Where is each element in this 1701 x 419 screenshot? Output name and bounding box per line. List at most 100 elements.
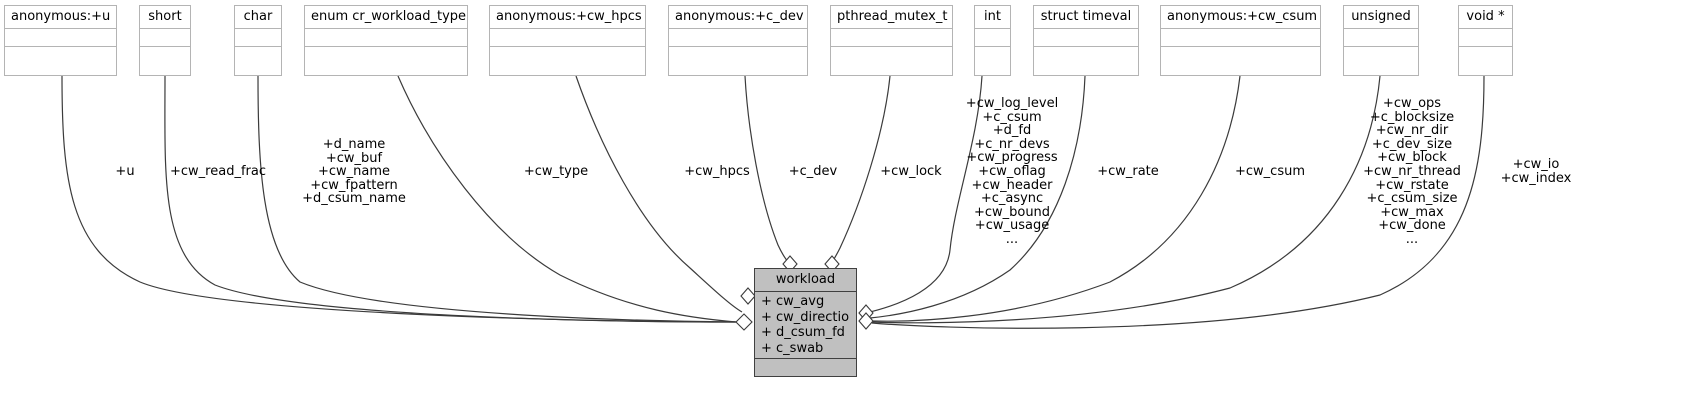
edge-label-line: +u: [115, 164, 135, 179]
class-node-enum-cr-workload-type[interactable]: enum cr_workload_type: [304, 5, 468, 76]
edge-label-void-pointer-members: +cw_io +cw_index: [1494, 158, 1578, 185]
operations-compartment: [831, 47, 952, 64]
class-node-char[interactable]: char: [234, 5, 282, 76]
edge-label-cw-rate: +cw_rate: [1094, 165, 1162, 179]
attributes-compartment: [669, 29, 807, 47]
operations-compartment: [1161, 47, 1320, 64]
edge-label-unsigned-members: +cw_ops +c_blocksize +cw_nr_dir +c_dev_s…: [1360, 97, 1464, 247]
edge-label-line: +cw_block: [1377, 150, 1447, 166]
edge-label-u: +u: [108, 165, 142, 179]
operations-compartment: [669, 47, 807, 64]
workload-attributes: + cw_avg + cw_directio + d_csum_fd + c_s…: [755, 292, 856, 359]
class-title: anonymous:+cw_csum: [1161, 6, 1320, 29]
edge-label-line: +c_csum_size: [1366, 191, 1458, 207]
attributes-compartment: [1034, 29, 1138, 47]
edge-label-line: +c_csum: [982, 109, 1042, 125]
edge-label-line: +cw_ops: [1382, 96, 1442, 111]
attributes-compartment: [140, 29, 190, 47]
edge-label-line: +cw_name: [317, 164, 391, 180]
class-node-unsigned[interactable]: unsigned: [1343, 5, 1419, 76]
edge-label-cw-lock: +cw_lock: [878, 165, 944, 179]
diamond-cw-hpcs: [740, 287, 756, 305]
edge-label-line: +cw_buf: [325, 150, 383, 166]
operations-compartment: [140, 47, 190, 64]
operations-compartment: [305, 47, 467, 64]
operations-compartment: [975, 47, 1010, 64]
operations-compartment: [1034, 47, 1138, 64]
edge-label-line: +cw_hpcs: [684, 164, 750, 179]
diamond-right-cluster: [858, 312, 874, 330]
class-node-void-pointer[interactable]: void *: [1458, 5, 1513, 76]
edge-label-line: +cw_fpattern: [310, 177, 398, 193]
class-node-anonymous-cw-csum[interactable]: anonymous:+cw_csum: [1160, 5, 1321, 76]
attributes-compartment: [1344, 29, 1418, 47]
edge-label-line: +cw_done: [1378, 218, 1446, 234]
edge-label-line: +cw_csum: [1235, 164, 1305, 179]
attributes-compartment: [5, 29, 116, 47]
edge-label-cw-csum: +cw_csum: [1232, 165, 1308, 179]
edge-label-line: +cw_bound: [973, 204, 1051, 220]
class-title: unsigned: [1344, 6, 1418, 29]
edge-short: [164, 75, 737, 323]
attributes-compartment: [831, 29, 952, 47]
edge-cr-workload-type: [397, 75, 737, 323]
class-node-int[interactable]: int: [974, 5, 1011, 76]
edge-label-line: +cw_log_level: [965, 96, 1059, 111]
workload-attribute: + cw_directio: [761, 309, 850, 325]
edge-label-line: +cw_progress: [966, 150, 1058, 166]
edge-label-line: +cw_oflag: [978, 163, 1046, 179]
diamond-int: [858, 304, 874, 322]
workload-operations-compartment: [755, 359, 856, 376]
class-node-workload[interactable]: workload + cw_avg + cw_directio + d_csum…: [754, 268, 857, 377]
attributes-compartment: [1459, 29, 1512, 47]
edge-label-line: +cw_lock: [880, 164, 942, 179]
operations-compartment: [5, 47, 116, 64]
workload-attribute: + c_swab: [761, 340, 824, 356]
class-title: enum cr_workload_type: [305, 6, 467, 29]
operations-compartment: [235, 47, 281, 64]
attributes-compartment: [305, 29, 467, 47]
edge-label-line: +cw_nr_thread: [1363, 163, 1461, 179]
edge-unsigned: [871, 75, 1381, 324]
edge-label-line: +c_dev_size: [1371, 136, 1453, 152]
edge-label-char-members: +d_name +cw_buf +cw_name +cw_fpattern +d…: [296, 138, 412, 206]
attributes-compartment: [975, 29, 1010, 47]
attributes-compartment: [235, 29, 281, 47]
class-title-workload: workload: [755, 269, 856, 293]
edge-label-line: +cw_read_frac: [170, 164, 266, 179]
edge-label-line: ...: [1005, 231, 1019, 247]
edge-label-line: ...: [1405, 231, 1419, 247]
operations-compartment: [1459, 47, 1512, 64]
class-title: void *: [1459, 6, 1512, 29]
class-node-struct-timeval[interactable]: struct timeval: [1033, 5, 1139, 76]
class-title: anonymous:+cw_hpcs: [490, 6, 645, 29]
class-title: anonymous:+u: [5, 6, 116, 29]
operations-compartment: [490, 47, 645, 64]
edge-label-line: +cw_nr_dir: [1375, 123, 1449, 139]
diamond-left-cluster: [735, 313, 753, 331]
class-title: short: [140, 6, 190, 29]
class-title: pthread_mutex_t: [831, 6, 952, 29]
edge-label-line: +cw_max: [1380, 204, 1444, 220]
edge-label-int-members: +cw_log_level +c_csum +d_fd +c_nr_devs +…: [963, 97, 1061, 247]
edge-label-cw-read-frac: +cw_read_frac: [166, 165, 270, 179]
edge-label-line: +cw_rstate: [1375, 177, 1449, 193]
class-node-pthread-mutex-t[interactable]: pthread_mutex_t: [830, 5, 953, 76]
edge-label-cw-type: +cw_type: [521, 165, 591, 179]
edge-label-line: +c_blocksize: [1369, 109, 1455, 125]
workload-attribute: + d_csum_fd: [761, 325, 845, 341]
edge-label-line: +cw_usage: [974, 218, 1050, 234]
edge-label-line: +cw_rate: [1097, 164, 1159, 179]
class-node-anonymous-cw-hpcs[interactable]: anonymous:+cw_hpcs: [489, 5, 646, 76]
edge-cw-hpcs: [575, 75, 743, 313]
workload-attribute: + cw_avg: [761, 294, 825, 310]
class-node-short[interactable]: short: [139, 5, 191, 76]
class-node-anonymous-u[interactable]: anonymous:+u: [4, 5, 117, 76]
class-title: struct timeval: [1034, 6, 1138, 29]
attributes-compartment: [1161, 29, 1320, 47]
class-title: int: [975, 6, 1010, 29]
edge-label-cw-hpcs: +cw_hpcs: [681, 165, 753, 179]
edge-label-line: +cw_header: [971, 177, 1053, 193]
class-node-anonymous-c-dev[interactable]: anonymous:+c_dev: [668, 5, 808, 76]
